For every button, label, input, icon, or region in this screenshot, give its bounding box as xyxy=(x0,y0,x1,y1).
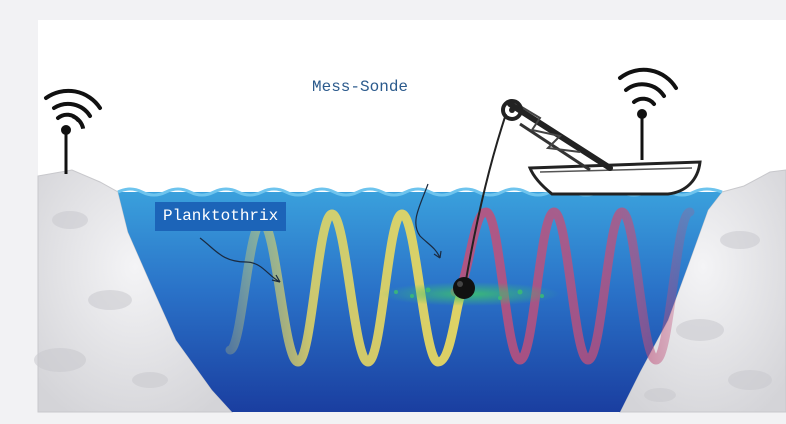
wifi-antenna-icon xyxy=(44,88,102,174)
plankton-pointer-arrow xyxy=(271,274,281,283)
boat-with-crane-icon xyxy=(501,99,702,196)
plankton-pointer-line xyxy=(199,237,281,283)
probe-pointer-line xyxy=(415,183,441,259)
algae-specks xyxy=(394,287,544,300)
red-wave xyxy=(450,207,695,365)
probe-cable xyxy=(465,113,507,281)
probe-ball-icon xyxy=(453,277,475,299)
plankton-label: Planktothrix xyxy=(155,202,287,231)
probe-pointer-arrow xyxy=(433,250,442,259)
rock-texture xyxy=(34,211,772,402)
probe-label: Mess-Sonde xyxy=(312,78,409,96)
wifi-antenna-icon xyxy=(618,67,678,160)
